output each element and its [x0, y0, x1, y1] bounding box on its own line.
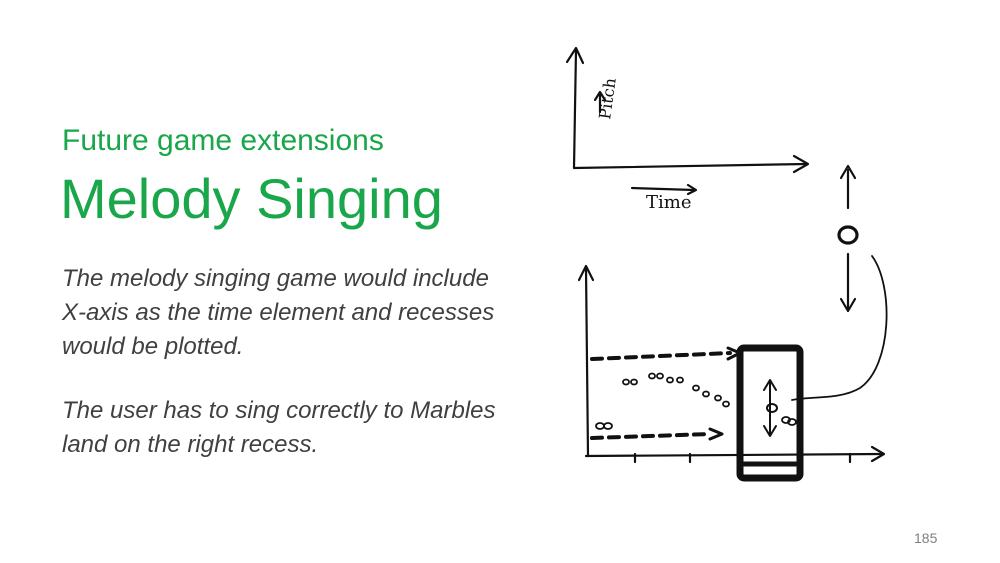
game-plot-axes [577, 264, 886, 464]
slide-subtitle: Future game extensions [62, 124, 384, 157]
body-paragraph-2: The user has to sing correctly to Marble… [62, 397, 496, 458]
dashed-melody-paths [590, 351, 732, 440]
y-axis-label: Pitch [595, 77, 620, 121]
arrow-head-bottom [708, 427, 724, 441]
marble-pitch-indicator [791, 164, 888, 401]
page-number: 185 [914, 530, 938, 546]
x-axis-label: Time [646, 192, 691, 213]
pitch-time-axes [565, 46, 810, 196]
body-paragraph-1: The melody singing game would include X-… [62, 265, 495, 360]
melody-sketch-illustration: Pitch Time [565, 46, 888, 482]
phone-device-sketch [736, 344, 804, 482]
slide-title: Melody Singing [60, 167, 443, 230]
recess-dots [595, 372, 730, 430]
